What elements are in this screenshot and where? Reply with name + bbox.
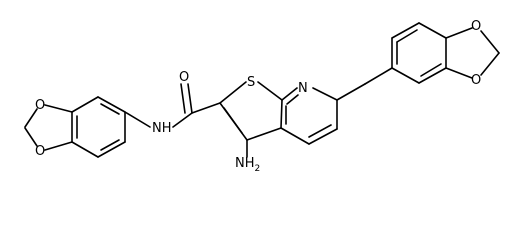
atom-nh2-amine-main: NH (235, 156, 255, 171)
atom-o-right-bottom: O (471, 73, 481, 88)
atom-nh-amide: NH (152, 121, 172, 136)
atom-o-carbonyl: O (179, 70, 189, 85)
atom-o-left-top: O (35, 98, 45, 113)
atom-nh2-amine-subscript: 2 (255, 164, 261, 174)
right-benzodioxole (336, 22, 500, 101)
atom-o-right-top: O (471, 19, 481, 34)
thienopyridine-core (219, 81, 338, 158)
atom-o-left-bottom: O (35, 144, 45, 159)
atom-n-pyridine: N (298, 81, 308, 96)
left-benzodioxole (24, 96, 126, 158)
atom-s-thiophene: S (247, 75, 255, 90)
molecule-structure: O NH S N NH2 O O O O (24, 19, 500, 174)
amide-linker (124, 83, 221, 128)
atom-nh2-amine: NH2 (235, 156, 260, 174)
